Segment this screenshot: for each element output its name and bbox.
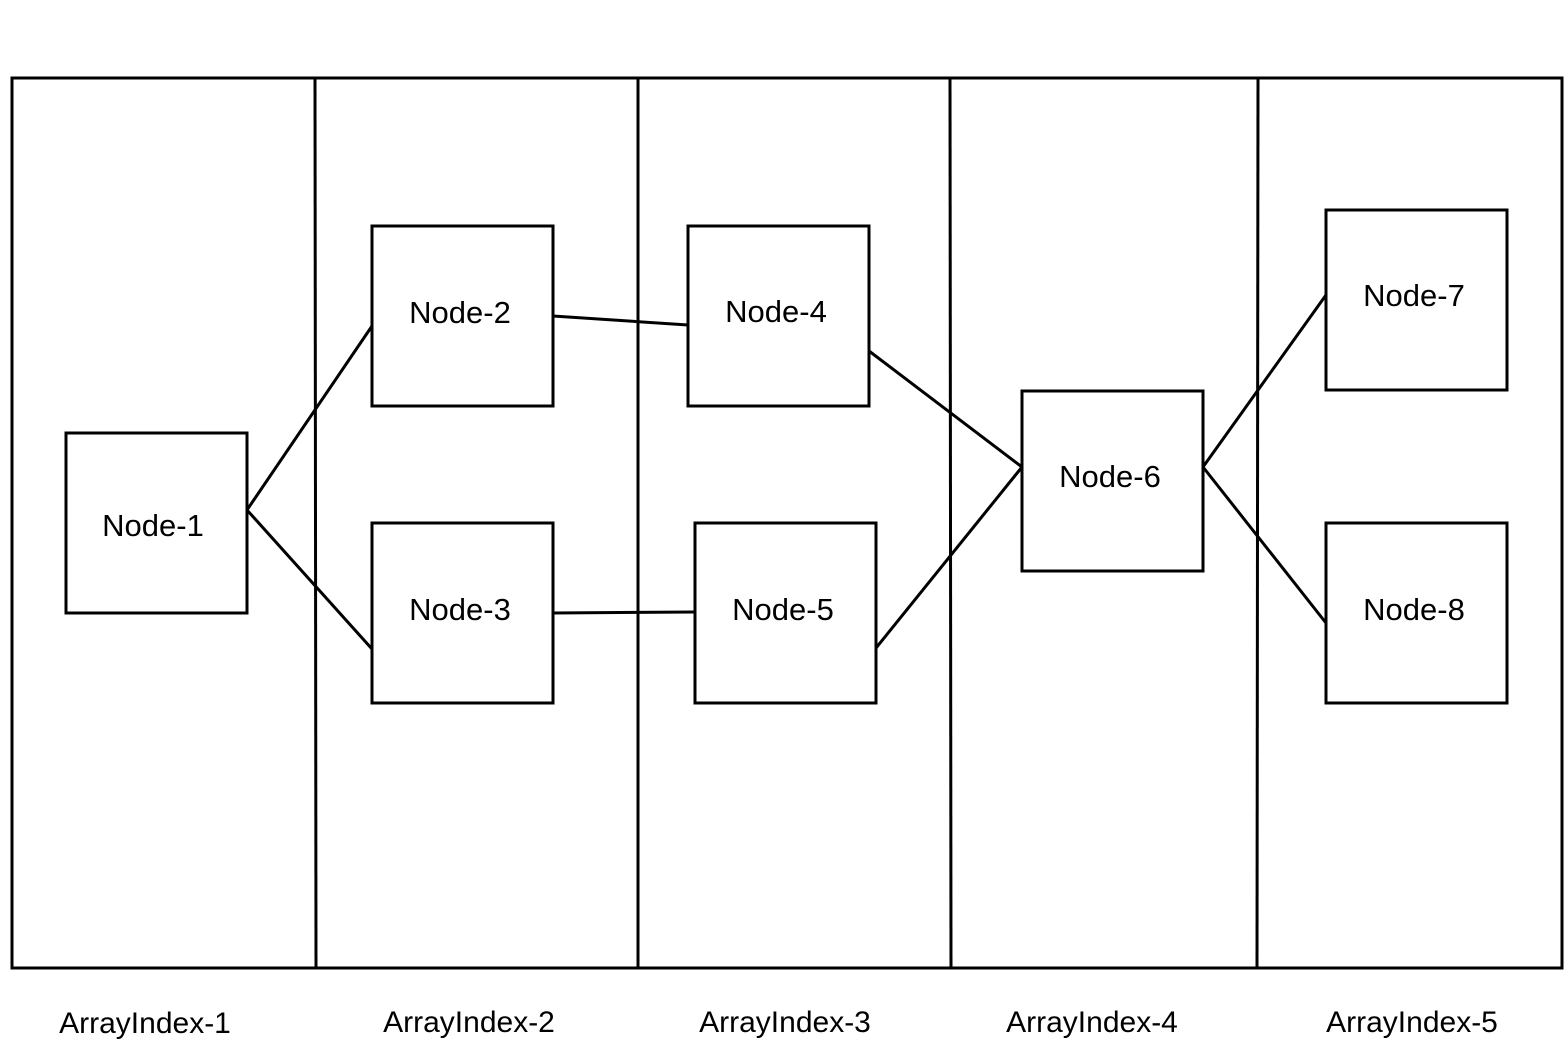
column-label-1: ArrayIndex-1 [59, 1007, 231, 1040]
edge-node-3-node-5 [552, 610, 696, 615]
node-1[interactable]: Node-1 [64, 431, 249, 615]
node-3[interactable]: Node-3 [370, 521, 555, 705]
node-8-box [1324, 521, 1509, 705]
node-7-box [1324, 208, 1509, 392]
edge-node-2-node-4 [552, 314, 689, 327]
node-8[interactable]: Node-8 [1324, 521, 1509, 705]
node-6-box [1020, 389, 1205, 573]
edge-node-1-node-2 [245, 325, 374, 511]
edge-node-6-node-8 [1201, 466, 1328, 624]
node-1-label: Node-1 [102, 508, 204, 543]
node-4[interactable]: Node-4 [686, 224, 871, 408]
column-label-4: ArrayIndex-4 [1006, 1006, 1178, 1039]
column-label-5: ArrayIndex-5 [1326, 1006, 1498, 1039]
edge-node-6-node-7 [1201, 294, 1328, 468]
edge-node-5-node-6 [874, 466, 1024, 649]
node-5-label: Node-5 [732, 592, 834, 627]
column-divider-1 [313, 77, 318, 969]
column-label-2: ArrayIndex-2 [383, 1006, 555, 1039]
node-8-label: Node-8 [1363, 592, 1465, 627]
node-2[interactable]: Node-2 [370, 224, 555, 408]
node-7-label: Node-7 [1363, 278, 1465, 313]
column-label-3: ArrayIndex-3 [699, 1006, 871, 1039]
node-4-box [686, 224, 871, 408]
node-3-label: Node-3 [409, 592, 511, 627]
node-5-box [693, 521, 878, 705]
node-3-box [370, 521, 555, 705]
node-6-label: Node-6 [1059, 459, 1161, 494]
node-2-label: Node-2 [409, 295, 511, 330]
node-1-box [64, 431, 249, 615]
edge-node-4-node-6 [868, 349, 1023, 469]
column-divider-3 [948, 77, 953, 969]
node-5[interactable]: Node-5 [693, 521, 878, 705]
node-6[interactable]: Node-6 [1020, 389, 1205, 573]
node-4-label: Node-4 [725, 294, 827, 329]
column-divider-4 [1255, 77, 1260, 969]
node-7[interactable]: Node-7 [1324, 208, 1509, 392]
edge-node-1-node-3 [245, 508, 374, 651]
node-2-box [370, 224, 555, 408]
edges-layer [245, 294, 1328, 651]
